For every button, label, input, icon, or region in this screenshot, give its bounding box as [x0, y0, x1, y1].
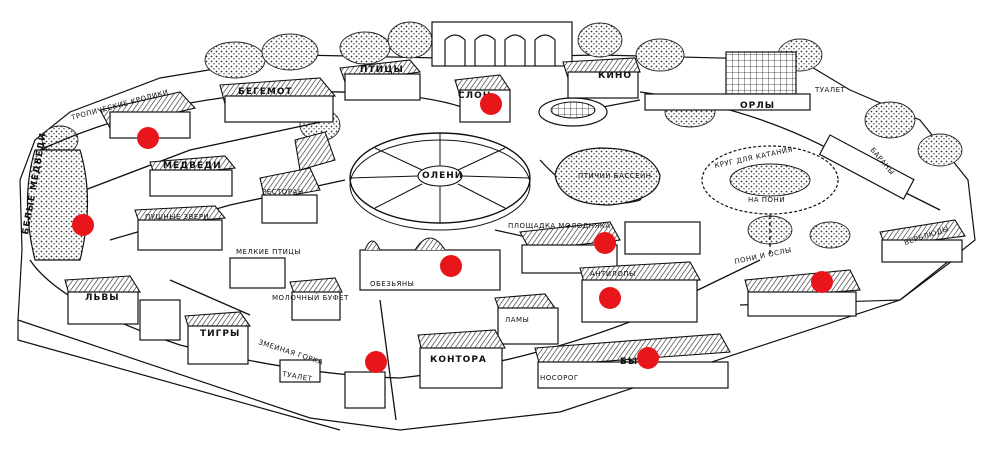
marker-pony-donkeys[interactable]	[811, 271, 833, 293]
pony-ring	[701, 145, 839, 215]
label-antelope: АНТИЛОПЫ	[590, 270, 636, 278]
label-small-birds: МЕЛКИЕ ПТИЦЫ	[236, 248, 301, 256]
label-rhino: НОСОРОГ	[540, 374, 579, 382]
label-elephant: СЛОН	[458, 91, 491, 101]
label-eagles: ОРЛЫ	[740, 101, 775, 111]
label-hippo: БЕГЕМОТ	[238, 87, 293, 97]
label-bird-pool: ПТИЧИЙ БАССЕЙН	[578, 171, 652, 180]
cinema-arena	[538, 97, 608, 127]
marker-bulls[interactable]	[637, 347, 659, 369]
label-bulls: БЫКИ	[620, 357, 655, 367]
label-furs: ПУШНЫЕ ЗВЕРИ	[145, 213, 209, 221]
label-lions: ЛЬВЫ	[85, 293, 120, 303]
tree-line-top	[41, 21, 963, 249]
arched-gateway	[431, 21, 573, 67]
marker-snake-hill[interactable]	[365, 351, 387, 373]
markers-layer	[72, 93, 833, 373]
label-dairy: МОЛОЧНЫЙ БУФЕТ	[272, 293, 349, 302]
label-tigers: ТИГРЫ	[200, 329, 240, 339]
label-toilet-ne: ТУАЛЕТ	[814, 86, 846, 94]
label-restaurant: РЕСТОРАН	[262, 188, 304, 196]
label-pony-ring-2: НА ПОНИ	[748, 196, 785, 204]
bird-pool	[554, 147, 661, 206]
label-birds: ПТИЦЫ	[360, 65, 404, 75]
marker-tropical-rabbits[interactable]	[137, 127, 159, 149]
marker-elephant[interactable]	[480, 93, 502, 115]
label-monkeys: ОБЕЗЬЯНЫ	[370, 280, 414, 288]
marker-monkeys[interactable]	[440, 255, 462, 277]
label-lamas: ЛАМЫ	[505, 316, 529, 324]
marker-white-bears[interactable]	[72, 214, 94, 236]
label-bears: МЕДВЕДИ	[163, 161, 222, 171]
label-cinema: КИНО	[598, 71, 632, 81]
marker-antelopes[interactable]	[599, 287, 621, 309]
label-deer: ОЛЕНИ	[422, 171, 463, 181]
label-pony-donkey: ПОНИ И ОСЛЫ	[734, 246, 793, 266]
bottom-fence	[17, 320, 341, 431]
marker-young-animals[interactable]	[594, 232, 616, 254]
label-office: КОНТОРА	[430, 355, 487, 365]
deer-enclosure	[349, 132, 531, 231]
label-young-animals: ПЛОЩАДКА МОЛОДНЯКА	[508, 222, 611, 230]
